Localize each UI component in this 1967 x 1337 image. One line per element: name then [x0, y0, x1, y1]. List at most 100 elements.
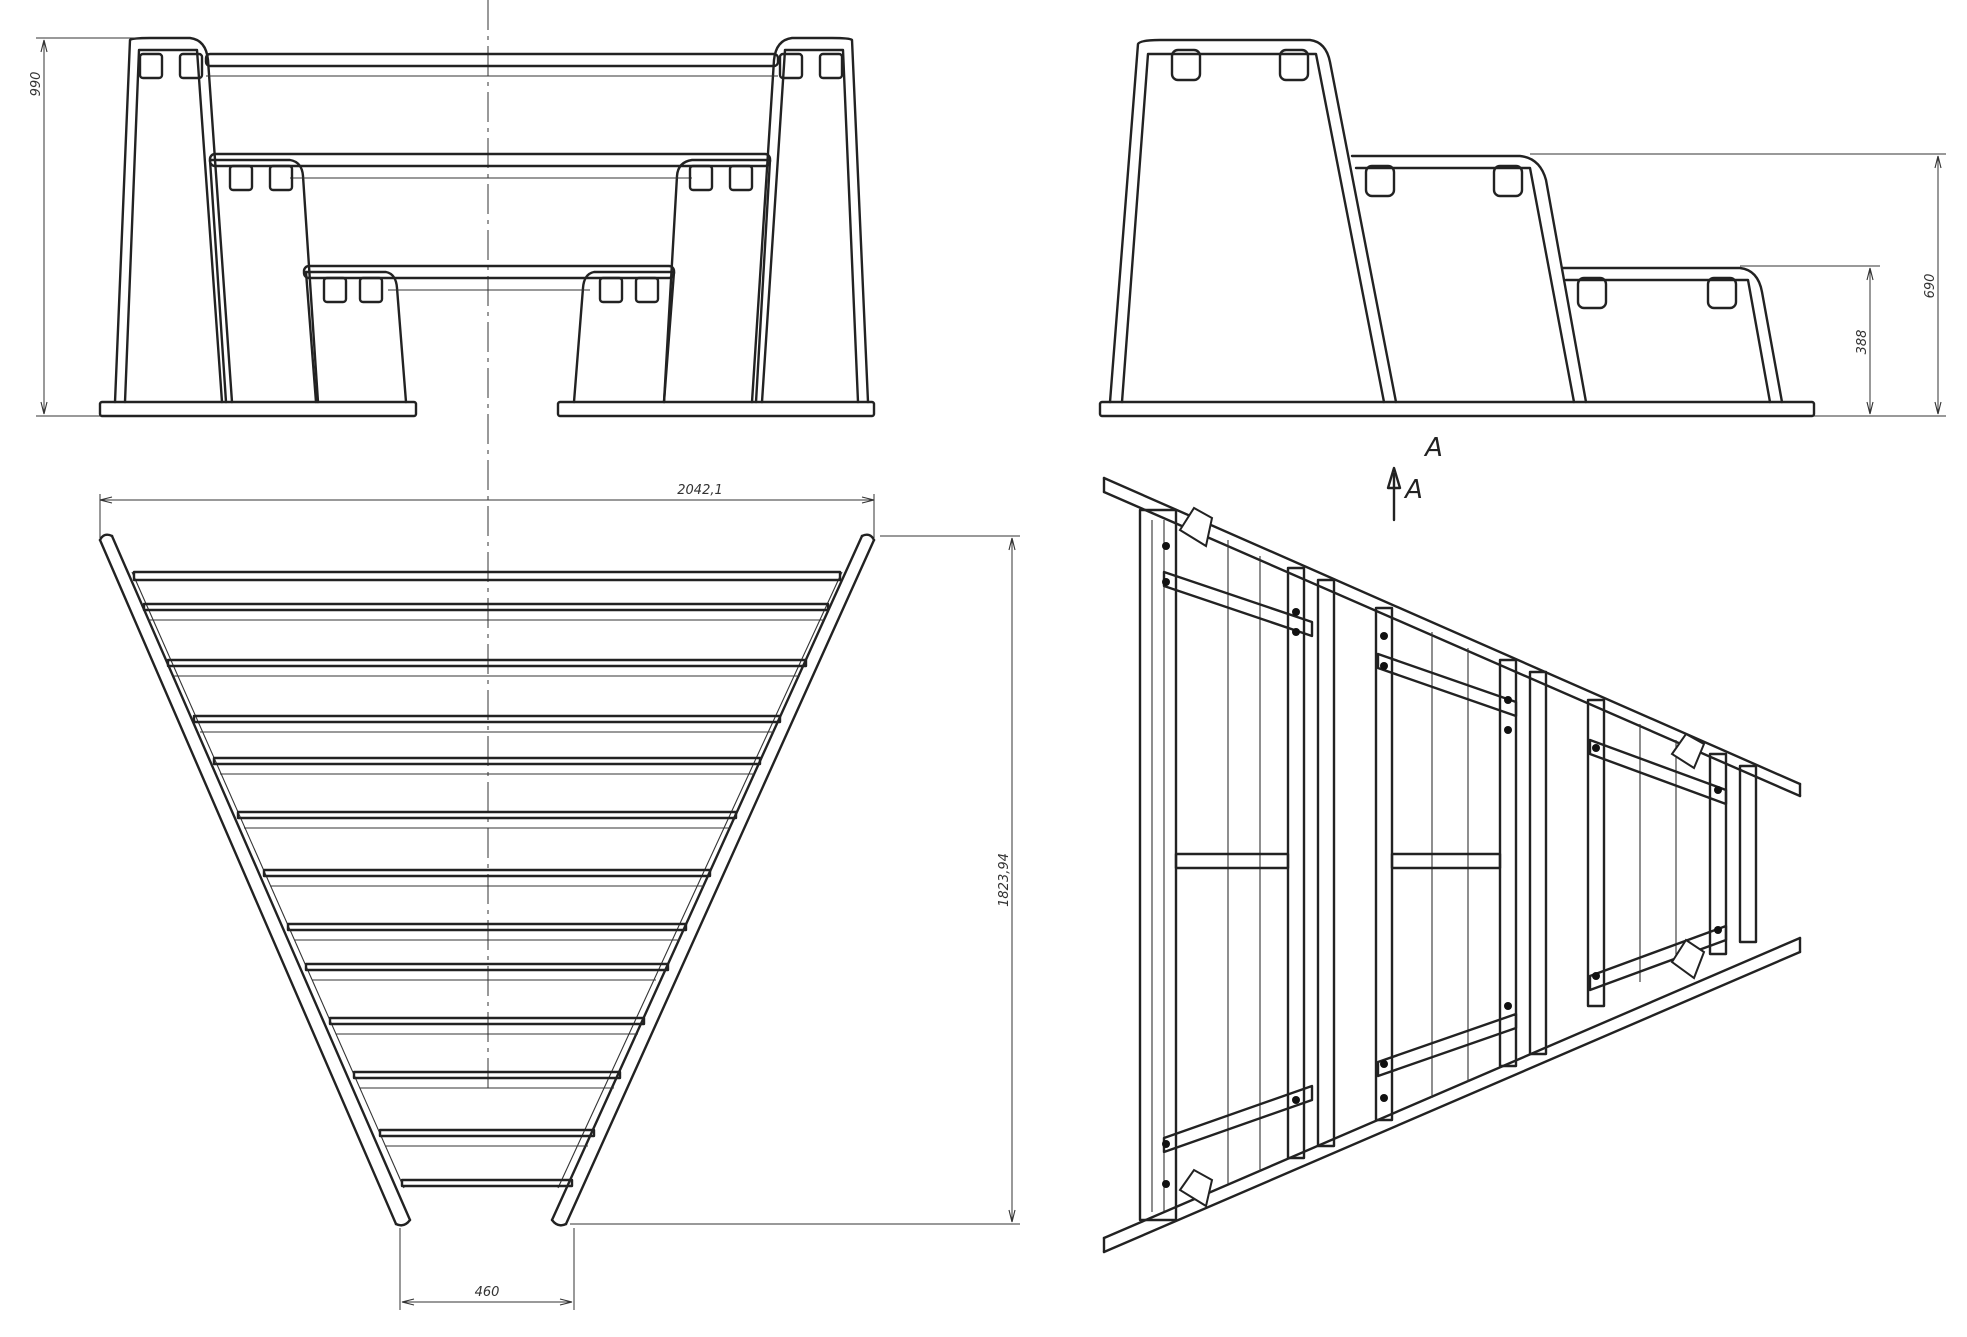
- bracket: [598, 276, 624, 304]
- bracket: [728, 164, 754, 192]
- bracket: [138, 52, 164, 80]
- bracket: [1278, 48, 1310, 82]
- section-bottom-rail-outer: [1102, 936, 1802, 1240]
- bracket: [634, 276, 660, 304]
- section-frame-left: [1138, 508, 1178, 1222]
- front-low-rail: [302, 264, 676, 280]
- slat: [352, 1070, 622, 1080]
- dim-388-text: 388: [1855, 330, 1870, 355]
- front-outer-frame-left-inner: [123, 48, 224, 404]
- bolt: [1380, 1094, 1388, 1102]
- section-diagonal: [1588, 924, 1728, 992]
- bolt: [1592, 972, 1600, 980]
- dim-1823-arrow-bottom: [1008, 1209, 1016, 1223]
- bracket: [1576, 276, 1608, 310]
- slat: [304, 962, 670, 972]
- front-low-frame-right: [572, 270, 676, 404]
- dim-388-arrow-bottom: [1866, 401, 1874, 415]
- dim-460-arrow-right: [559, 1298, 573, 1306]
- section-corner-brackets: [1178, 506, 1706, 1208]
- dim-690-arrow-bottom: [1934, 401, 1942, 415]
- side-view: 690 388: [1098, 38, 1946, 418]
- corner-bracket: [1178, 506, 1214, 548]
- side-step-low: [1560, 266, 1784, 404]
- bracket: [1492, 164, 1524, 198]
- bracket: [322, 276, 348, 304]
- section-top-rail-outer: [1102, 476, 1802, 786]
- bracket: [358, 276, 384, 304]
- slat: [142, 602, 830, 612]
- bolt: [1292, 608, 1300, 616]
- dim-690-text: 690: [1923, 274, 1938, 299]
- plan-view: 2042,1 1823,94 460: [98, 483, 1020, 1310]
- dim-2042-arrow-right: [861, 496, 875, 504]
- front-mid-rail: [208, 152, 772, 168]
- section-arrow-head: [1386, 466, 1402, 490]
- front-mid-frame-left: [208, 158, 320, 404]
- bolt: [1380, 662, 1388, 670]
- front-base-left: [98, 400, 418, 418]
- section-post: [1316, 578, 1336, 1148]
- slat: [378, 1128, 596, 1138]
- plan-slats: [132, 570, 842, 1188]
- slat: [286, 922, 688, 932]
- dim-460-text: 460: [475, 1285, 500, 1300]
- side-step-low-inner: [1564, 278, 1772, 404]
- section-a-view: A A: [1102, 433, 1802, 1254]
- corner-bracket: [1178, 1168, 1214, 1208]
- bolt: [1162, 1180, 1170, 1188]
- dim-2042-text: 2042,1: [677, 483, 723, 498]
- front-view: 990: [29, 0, 876, 1090]
- section-post: [1374, 606, 1394, 1122]
- side-step-mid: [1350, 154, 1588, 404]
- front-base-right: [556, 400, 876, 418]
- side-base: [1098, 400, 1816, 418]
- side-brackets: [1170, 48, 1738, 310]
- bolt: [1380, 1060, 1388, 1068]
- front-low-frame-left: [304, 270, 408, 404]
- corner-bracket: [1670, 732, 1706, 770]
- front-outer-frame-left: [113, 36, 234, 404]
- bracket: [1706, 276, 1738, 310]
- section-diagonal: [1162, 570, 1314, 638]
- bracket: [1170, 48, 1202, 82]
- bolt: [1714, 786, 1722, 794]
- section-diagonal: [1588, 738, 1728, 806]
- plan-left-end: [394, 1218, 412, 1227]
- dim-690-arrow-top: [1934, 155, 1942, 169]
- bolt: [1292, 1096, 1300, 1104]
- bolt: [1292, 628, 1300, 636]
- dim-990-arrow-top: [40, 39, 48, 53]
- bolt: [1162, 578, 1170, 586]
- section-bolts: [1162, 542, 1722, 1188]
- bracket: [688, 164, 714, 192]
- section-post: [1528, 670, 1548, 1056]
- bracket: [818, 52, 844, 80]
- section-cross-bar: [1390, 852, 1502, 870]
- bolt: [1592, 744, 1600, 752]
- section-diagonal: [1376, 652, 1518, 718]
- section-diagonal: [1162, 1084, 1314, 1154]
- section-label: A: [1423, 433, 1443, 463]
- bolt: [1504, 726, 1512, 734]
- section-post: [1708, 752, 1728, 956]
- section-cross-bar: [1174, 852, 1290, 870]
- front-outer-frame-right-inner: [760, 48, 860, 404]
- dim-1823-text: 1823,94: [997, 853, 1012, 907]
- bolt: [1162, 542, 1170, 550]
- section-bottom-rail-inner: [1102, 950, 1802, 1254]
- bracket: [178, 52, 204, 80]
- bracket: [228, 164, 254, 192]
- front-mid-frame-right: [662, 158, 772, 404]
- plan-right-rail-inner: [550, 534, 864, 1222]
- bolt: [1380, 632, 1388, 640]
- slat: [236, 810, 738, 820]
- slat: [400, 1178, 574, 1188]
- corner-bracket: [1670, 938, 1706, 980]
- plan-left-rail-inner: [110, 534, 412, 1222]
- slat: [192, 714, 782, 724]
- section-diagonals: [1162, 570, 1728, 1154]
- plan-left-cap: [98, 533, 114, 542]
- dim-990-text: 990: [29, 72, 44, 97]
